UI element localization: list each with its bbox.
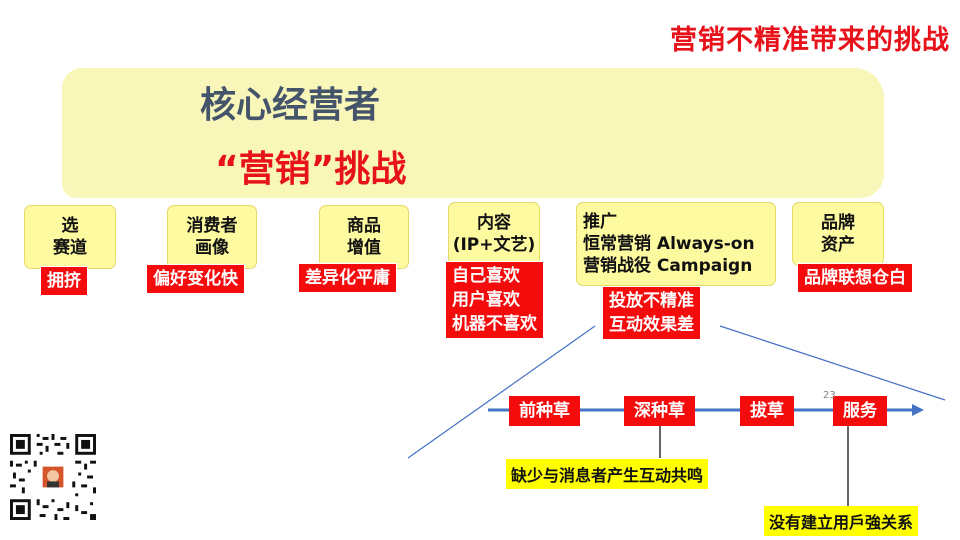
flow-step: 深种草 bbox=[624, 396, 695, 426]
category-box-track: 选 赛道 bbox=[24, 205, 116, 269]
flow-note-relationship: 没有建立用戶強关系 bbox=[764, 506, 919, 536]
category-label: 商品 增值 bbox=[347, 216, 381, 258]
challenge-box-brand: 品牌联想仓白 bbox=[797, 263, 913, 293]
flow-arrow-head bbox=[912, 404, 924, 416]
category-label: 消费者 画像 bbox=[186, 216, 238, 258]
zoom-line-left bbox=[407, 325, 596, 459]
flow-step: 前种草 bbox=[509, 396, 580, 426]
challenge-box-product: 差异化平庸 bbox=[298, 263, 397, 293]
category-box-product: 商品 增值 bbox=[319, 205, 409, 269]
flow-step: 拔草 bbox=[740, 396, 794, 426]
qr-code bbox=[10, 434, 96, 520]
category-label: 品牌 资产 bbox=[821, 213, 855, 255]
flow-step: 服务 bbox=[833, 396, 887, 426]
zoom-line-right bbox=[719, 325, 946, 401]
category-label: 选 赛道 bbox=[53, 216, 87, 258]
highlight-band bbox=[62, 68, 884, 198]
category-label: 推广 恒常营销 Always-on 营销战役 Campaign bbox=[583, 212, 755, 276]
flow-note-interaction: 缺少与消息者产生互动共鸣 bbox=[506, 459, 709, 489]
challenge-box-consumer: 偏好变化快 bbox=[146, 264, 245, 294]
category-box-promotion: 推广 恒常营销 Always-on 营销战役 Campaign bbox=[576, 202, 776, 286]
heading-marketing-challenge: “营销”挑战 bbox=[215, 149, 407, 190]
category-box-brand: 品牌 资产 bbox=[792, 202, 884, 266]
challenge-box-track: 拥挤 bbox=[40, 266, 88, 296]
slide-title: 营销不精准带来的挑战 bbox=[670, 25, 950, 56]
heading-core-operator: 核心经营者 bbox=[200, 85, 381, 126]
category-box-consumer: 消费者 画像 bbox=[167, 205, 257, 269]
category-label: 内容 (IP+文艺) bbox=[452, 213, 536, 255]
page-number: 23 bbox=[823, 390, 836, 401]
category-box-content: 内容 (IP+文艺) bbox=[448, 202, 540, 266]
challenge-box-content: 自己喜欢 用户喜欢 机器不喜欢 bbox=[445, 261, 544, 339]
challenge-box-promotion: 投放不精准 互动效果差 bbox=[602, 286, 701, 340]
